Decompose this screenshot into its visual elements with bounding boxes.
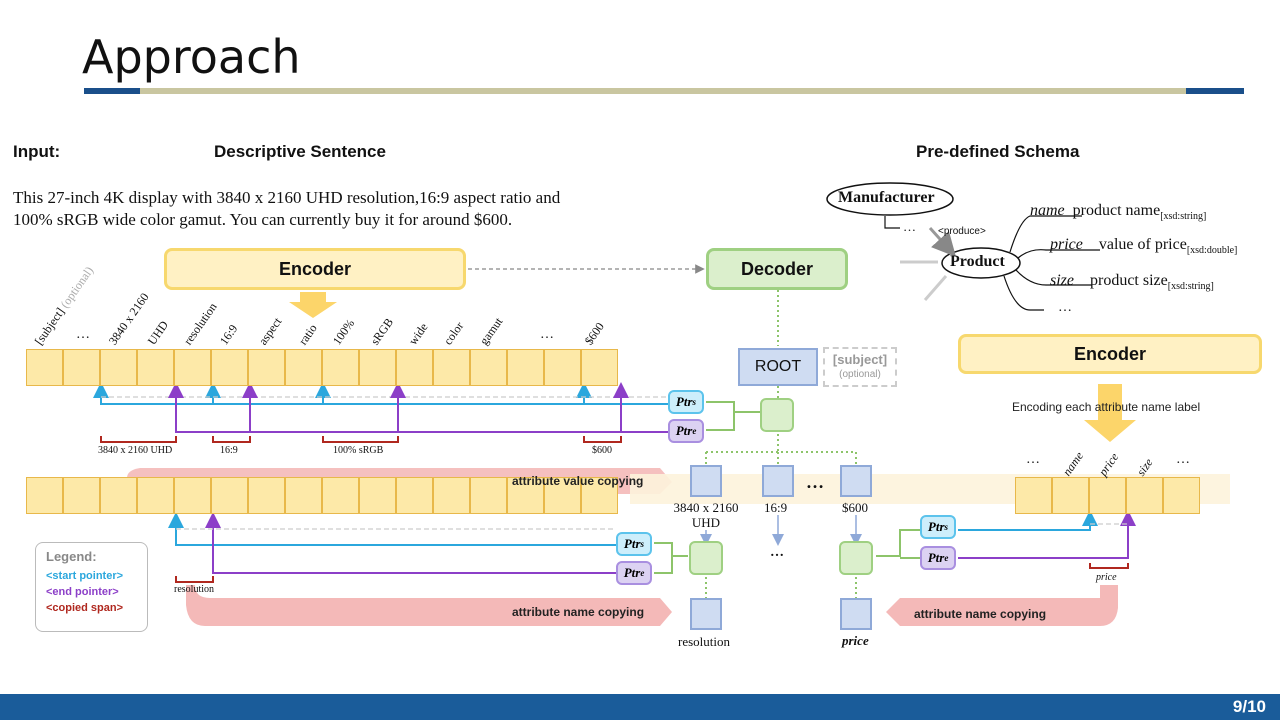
decoder-token-cells (26, 477, 618, 514)
sentence-line-2: 100% sRGB wide color gamut. You can curr… (13, 210, 513, 229)
name-node-resolution (690, 598, 722, 630)
schema-header: Pre-defined Schema (916, 142, 1080, 161)
value-label-600: $600 (842, 500, 868, 515)
manufacturer-node (826, 182, 954, 216)
name-label-resolution: resolution (678, 634, 730, 649)
name-node-price (840, 598, 872, 630)
sentence-header: Descriptive Sentence (214, 142, 386, 161)
attr-key-name: name (1030, 202, 1065, 219)
name-copy-band-right (886, 585, 1118, 626)
attr-key-size: size (1050, 272, 1074, 289)
name-decoder-node-right (839, 541, 873, 575)
subject-label: [subject] (832, 352, 888, 367)
value-copy-label: attribute value copying (512, 474, 644, 488)
decoder-state-node (760, 398, 794, 432)
product-label: Product (950, 253, 1005, 270)
product-node (941, 247, 1021, 279)
token-ellipsis-2: … (540, 327, 554, 342)
schema-attr-price: price value of price[xsd:double] (1050, 236, 1238, 257)
title-rule (84, 88, 1244, 94)
span-label-16-9: 16:9 (220, 445, 238, 456)
span-label-price: price (1096, 572, 1117, 583)
name-decoder-node-left (689, 541, 723, 575)
schema-attr-size: size product size[xsd:string] (1050, 272, 1214, 293)
schema-dots-1: … (903, 219, 916, 234)
sentence-line-1: This 27-inch 4K display with 3840 x 2160… (13, 188, 561, 207)
descriptive-sentence: This 27-inch 4K display with 3840 x 2160… (13, 187, 653, 231)
manufacturer-label: Manufacturer (838, 189, 935, 206)
value-node-3840 (690, 465, 722, 497)
subject-optional-node: [subject] (optional) (823, 347, 897, 387)
name-copy-label-right: attribute name copying (914, 607, 1047, 621)
attr-key-price: price (1050, 236, 1083, 253)
name-copy-label-left: attribute name copying (512, 605, 645, 619)
value-ellipsis: … (806, 472, 824, 492)
subject-optional-label: (optional) (839, 369, 881, 380)
attr-token-ellipsis-2: … (1176, 452, 1190, 467)
encoding-caption: Encoding each attribute name label (1012, 400, 1201, 414)
legend: Legend: <start pointer> <end pointer> <c… (35, 542, 148, 632)
footer-bar: 9/10 (0, 694, 1280, 720)
schema-attr-name: name product name[xsd:string] (1030, 202, 1207, 223)
encoder2-label: Encoder (1073, 343, 1147, 364)
span-label-3840: 3840 x 2160 UHD (98, 445, 173, 456)
decoder-box: Decoder (706, 248, 848, 290)
name-copy-band-left (186, 585, 672, 626)
name-label-price: price (842, 633, 869, 648)
encoder-box: Encoder (164, 248, 466, 290)
attribute-token-cells (1015, 477, 1200, 514)
encoder2-down-arrow (1084, 384, 1136, 442)
legend-title: Legend: (46, 549, 97, 564)
span-label-resolution: resolution (174, 584, 214, 595)
start-pointer-line-top (93, 382, 668, 405)
input-header: Input: (13, 142, 61, 161)
page-number: 9/10 (1232, 697, 1266, 716)
value-ellipsis-2: … (770, 545, 784, 560)
span-label-100-srgb: 100% sRGB (333, 445, 384, 456)
root-node: ROOT (738, 348, 818, 386)
schema-dots-2: … (1058, 300, 1072, 315)
encoder-down-arrow (289, 292, 337, 318)
encoder2-box: Encoder (958, 334, 1262, 374)
legend-end: <end pointer> (46, 586, 119, 598)
value-label-16-9: 16:9 (764, 500, 788, 515)
token-ellipsis: … (76, 327, 90, 342)
legend-start: <start pointer> (46, 570, 124, 582)
legend-span: <copied span> (46, 602, 124, 614)
value-node-600 (840, 465, 872, 497)
decoder-label: Decoder (740, 258, 814, 279)
attr-token-ellipsis: … (1026, 452, 1040, 467)
slide-title: Approach (82, 30, 301, 84)
encoder-label: Encoder (278, 258, 352, 279)
encoder-token-cells (26, 349, 618, 386)
value-node-16-9 (762, 465, 794, 497)
span-label-600: $600 (592, 445, 612, 456)
produce-label: <produce> (938, 226, 986, 237)
